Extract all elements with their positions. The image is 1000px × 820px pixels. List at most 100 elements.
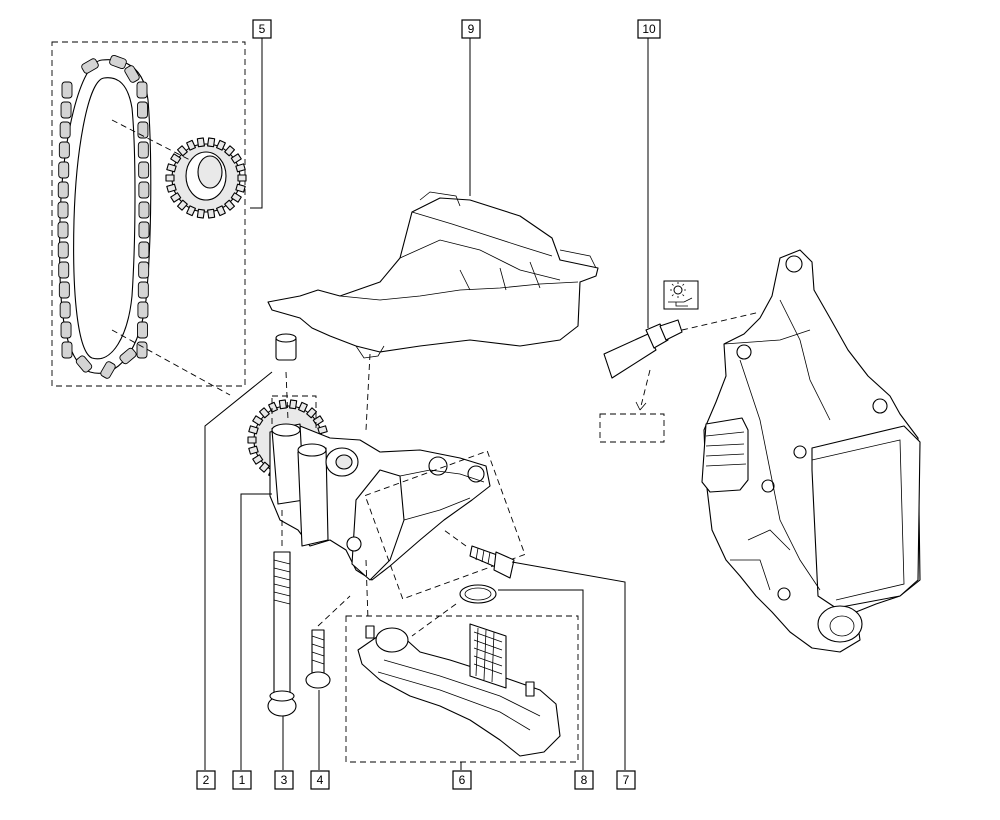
chain-link: [57, 241, 69, 259]
callout-6[interactable]: 6: [452, 770, 472, 790]
chain-link: [137, 121, 149, 139]
sprocket-tooth: [248, 445, 259, 455]
sprocket-tooth: [186, 205, 196, 217]
short-bolt[interactable]: [305, 595, 351, 689]
sprocket-tooth: [207, 208, 216, 219]
chain-link: [61, 81, 73, 99]
sprocket-tooth: [278, 399, 287, 410]
chain-link: [136, 341, 148, 359]
callout-label: 9: [468, 22, 475, 36]
sprocket-tooth: [247, 436, 257, 444]
callout-label: 7: [623, 773, 630, 787]
engine-block: [701, 249, 921, 653]
chain-link: [138, 201, 150, 219]
callout-10[interactable]: 10: [637, 19, 661, 39]
callout-label: 6: [459, 773, 466, 787]
chain-link: [61, 341, 73, 359]
callout-4[interactable]: 4: [310, 770, 330, 790]
callout-1[interactable]: 1: [232, 770, 252, 790]
callout-9[interactable]: 9: [461, 19, 481, 39]
callout-label: 10: [642, 22, 656, 36]
chain-link: [137, 281, 149, 299]
chain-link: [59, 301, 71, 319]
sprocket-tooth: [216, 205, 226, 217]
chain-link: [81, 58, 99, 74]
sprocket-tooth: [196, 137, 205, 148]
o-ring[interactable]: [459, 584, 497, 604]
leader-lines: [204, 38, 649, 770]
chain-link: [57, 221, 69, 239]
sprocket-tooth: [207, 137, 216, 148]
sprocket-tooth: [258, 461, 270, 473]
sprocket-tooth: [176, 199, 188, 211]
chain-sprocket: [165, 137, 247, 219]
oil-pump[interactable]: [247, 333, 526, 621]
sprocket-tooth: [235, 163, 246, 173]
chain-link: [58, 281, 70, 299]
callout-5[interactable]: 5: [252, 19, 272, 39]
chain-link: [57, 181, 69, 199]
sprocket-tooth: [235, 183, 246, 193]
sprocket-tooth: [196, 208, 205, 219]
chain-link: [60, 101, 72, 119]
callout-3[interactable]: 3: [274, 770, 294, 790]
sprocket-tooth: [216, 139, 226, 151]
chain-links: [57, 54, 150, 379]
oil-pickup-strainer[interactable]: [345, 603, 579, 763]
chain-link: [109, 54, 127, 70]
sprocket-tooth: [176, 145, 188, 157]
sprocket-tooth: [252, 415, 264, 426]
oil-pressure-warning-icon: [663, 280, 699, 310]
chain-link: [136, 81, 148, 99]
chain-link: [124, 65, 140, 83]
sprocket-tooth: [289, 399, 298, 410]
chain-link: [138, 221, 150, 239]
sprocket-tooth: [230, 153, 242, 164]
sprocket-tooth: [170, 153, 182, 164]
callout-2[interactable]: 2: [196, 770, 216, 790]
sprocket-tooth: [166, 183, 177, 193]
pump-bolt[interactable]: [443, 529, 515, 579]
chain-link: [137, 101, 148, 119]
callout-7[interactable]: 7: [616, 770, 636, 790]
sprocket-tooth: [258, 407, 270, 419]
chain-link: [60, 321, 72, 339]
sprocket-tooth: [298, 401, 308, 413]
chain-link: [57, 201, 69, 219]
sprocket-tooth: [224, 145, 236, 157]
chain-link: [100, 361, 116, 379]
chain-link: [137, 301, 149, 319]
callout-label: 3: [281, 773, 288, 787]
chain-link: [138, 161, 150, 179]
chain-link: [138, 261, 150, 279]
callout-8[interactable]: 8: [574, 770, 594, 790]
chain-link: [138, 181, 150, 199]
callout-label: 8: [581, 773, 588, 787]
sprocket-tooth: [248, 425, 259, 435]
engine-cover[interactable]: [267, 191, 599, 431]
sprocket-tooth: [268, 401, 278, 413]
callout-label: 2: [203, 773, 210, 787]
sprocket-tooth: [170, 192, 182, 203]
timing-chain-assembly[interactable]: [51, 41, 247, 396]
oil-pressure-sensor[interactable]: [599, 311, 761, 443]
chain-link: [75, 355, 93, 373]
chain-link: [119, 347, 137, 365]
chain-link: [58, 261, 70, 279]
long-bolt[interactable]: [267, 510, 297, 717]
chain-link: [137, 321, 148, 339]
chain-link: [58, 141, 70, 159]
sprocket-tooth: [317, 425, 328, 435]
sprocket-tooth: [165, 174, 175, 182]
callout-label: 4: [317, 773, 324, 787]
sprocket-tooth: [186, 139, 196, 151]
sprocket-tooth: [252, 454, 264, 465]
chain-link: [59, 121, 71, 139]
callout-label: 1: [239, 773, 246, 787]
sprocket-tooth: [166, 163, 177, 173]
sprocket-tooth: [224, 199, 236, 211]
chain-link: [58, 161, 70, 179]
chain-link: [137, 141, 149, 159]
sprocket-tooth: [230, 192, 242, 203]
